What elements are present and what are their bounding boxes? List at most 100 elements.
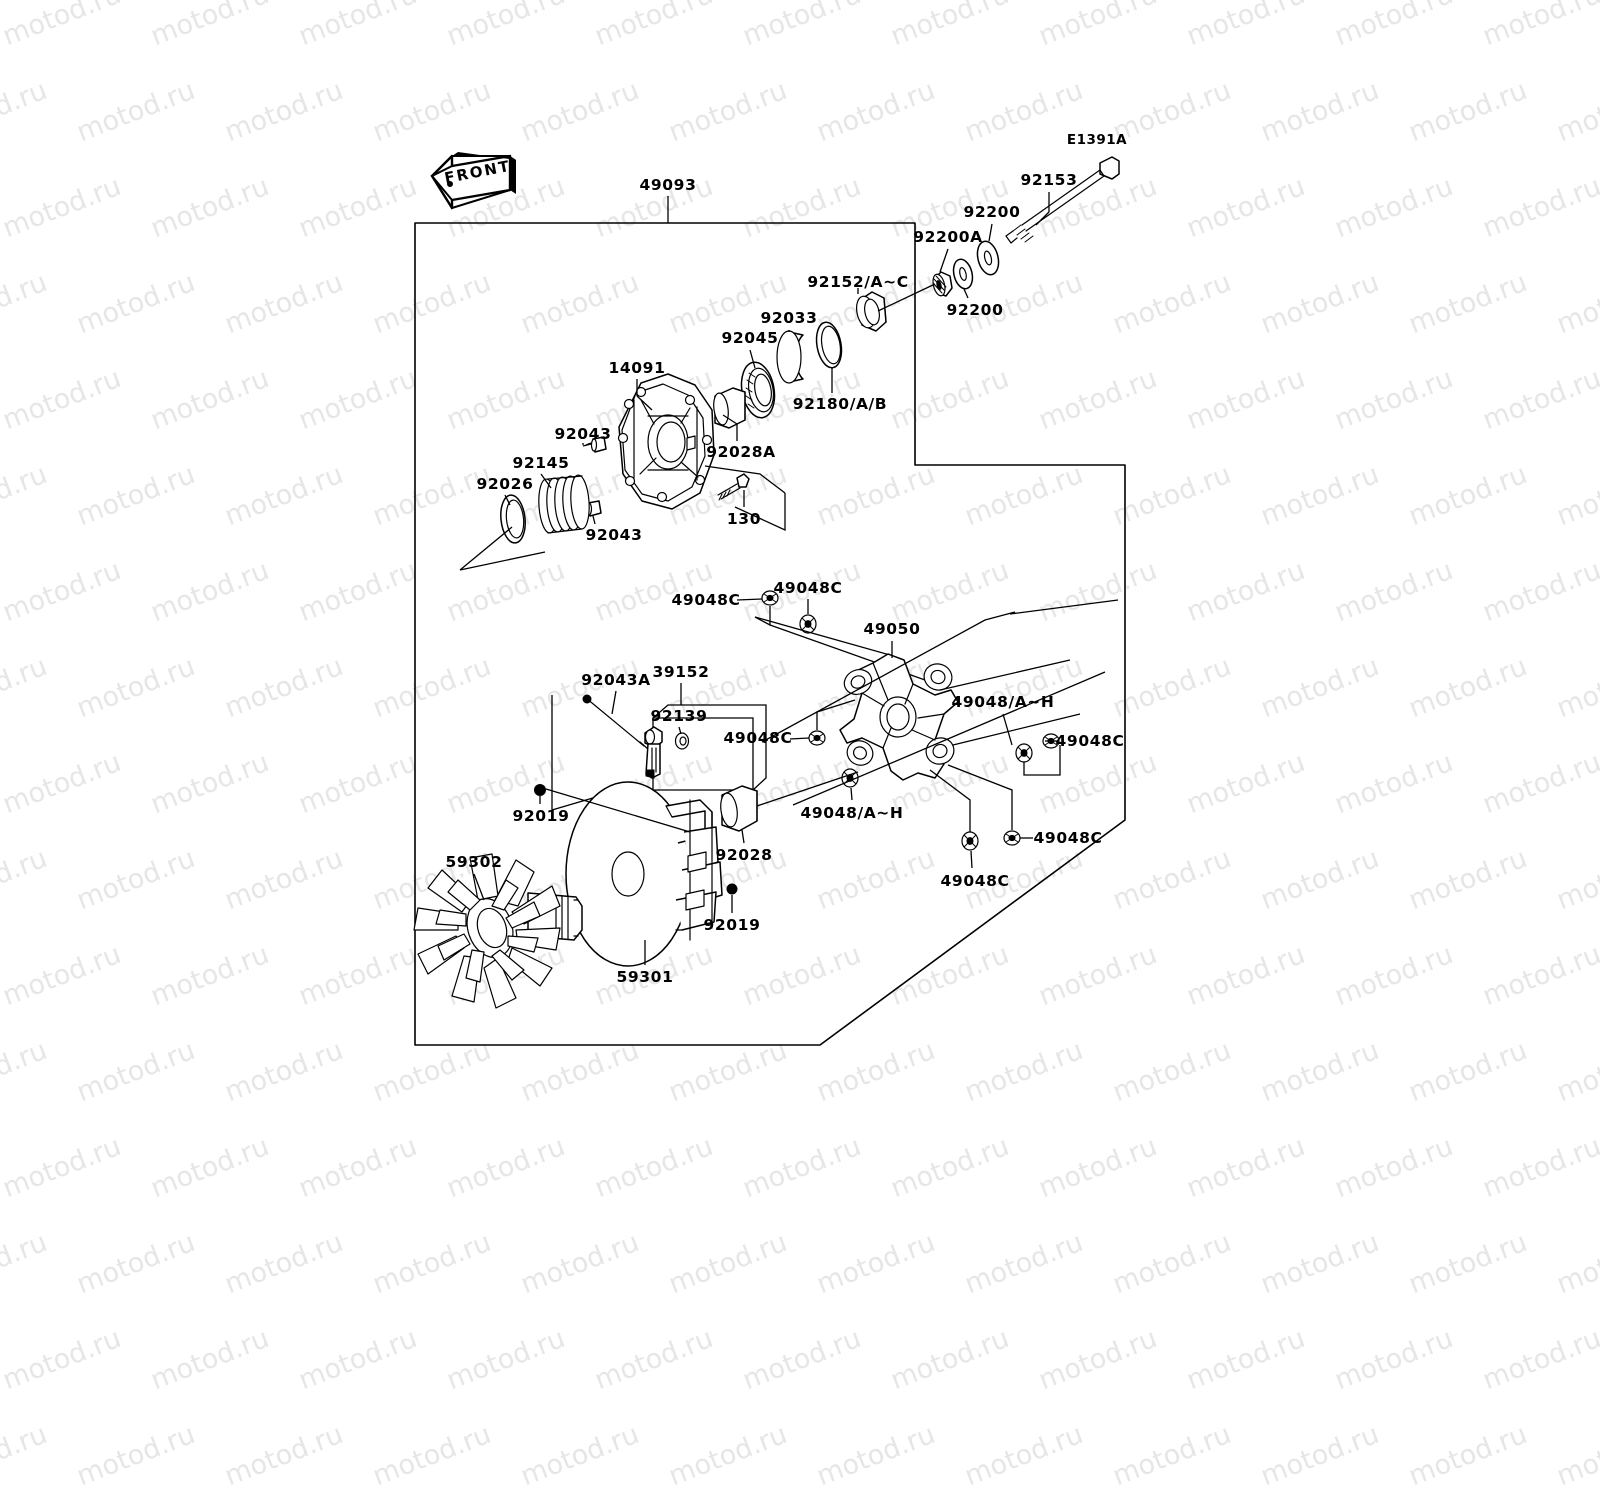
assembly-boundary-49093 <box>414 222 1126 1046</box>
part-49050-spider <box>839 653 959 781</box>
watermark-text: motod.ru <box>886 1322 1014 1397</box>
watermark-text: motod.ru <box>1108 1226 1236 1301</box>
part-92028A-bushing <box>713 387 746 429</box>
leader-59302 <box>473 873 485 901</box>
part-number-label-130: 130 <box>726 510 762 528</box>
watermark-text: motod.ru <box>812 1226 940 1301</box>
leader-49048C-m <box>789 737 810 740</box>
ray-4 <box>952 713 1081 746</box>
leader-92152-to-92200A <box>877 283 936 312</box>
part-number-label-39152: 39152 <box>652 663 710 681</box>
part-number-label-92019: 92019 <box>703 916 761 934</box>
watermark-text: motod.ru <box>1404 1418 1532 1492</box>
part-number-label-92033: 92033 <box>760 309 818 327</box>
leader-92200-lower <box>963 288 969 299</box>
leader-spider-3 <box>1009 599 1119 615</box>
part-92026-washer <box>500 494 526 544</box>
leader-49048C-b1b <box>929 769 971 832</box>
watermark-text: motod.ru <box>1330 1322 1458 1397</box>
part-92200A-collar <box>932 271 953 297</box>
watermark-text: motod.ru <box>368 1226 496 1301</box>
part-number-label-49048-A-H: 49048/A~H <box>800 804 904 822</box>
part-number-label-92026: 92026 <box>476 475 534 493</box>
leader-92019-u-ray <box>545 788 691 833</box>
part-number-label-92180-A-B: 92180/A/B <box>792 395 888 413</box>
watermark-text: motod.ru <box>0 1322 126 1397</box>
watermark-text: motod.ru <box>1034 1322 1162 1397</box>
watermark-text: motod.ru <box>516 1226 644 1301</box>
watermark-text: motod.ru <box>1256 1226 1384 1301</box>
front-direction-marker: FRONT <box>428 146 516 210</box>
part-number-label-49048C: 49048C <box>940 872 1010 890</box>
part-number-label-92200: 92200 <box>946 301 1004 319</box>
part-92043A-pin <box>582 694 649 750</box>
leader-49048C-r2 <box>1023 745 1061 776</box>
part-92200-washer-lower <box>952 258 974 290</box>
part-49048-weight-r <box>1015 743 1033 763</box>
leader-92043-l <box>592 515 596 525</box>
leader-spider-1 <box>754 616 891 656</box>
front-arrow-icon <box>430 152 516 210</box>
watermark-text: motod.ru <box>146 1322 274 1397</box>
watermark-text: motod.ru <box>1552 1226 1600 1301</box>
watermark-text: motod.ru <box>220 1226 348 1301</box>
part-number-label-49093: 49093 <box>639 176 697 194</box>
leader-92028 <box>741 829 745 844</box>
leader-92028-ray <box>756 771 859 807</box>
part-number-label-92200A: 92200A <box>913 228 983 246</box>
part-number-label-92028A: 92028A <box>706 443 776 461</box>
part-49048C-top2 <box>799 614 817 634</box>
part-number-label-92139: 92139 <box>650 707 708 725</box>
watermark-text: motod.ru <box>0 1418 52 1492</box>
leader-14091-b <box>636 395 653 411</box>
watermark-text: motod.ru <box>1256 1418 1384 1492</box>
part-92043-pin-upper <box>590 436 607 453</box>
leader-130-bracket2 <box>734 493 786 532</box>
leader-49048C-t1 <box>736 598 763 601</box>
part-number-label-92152-A-C: 92152/A~C <box>807 273 909 291</box>
part-number-label-92145: 92145 <box>512 454 570 472</box>
leader-49048C-b1 <box>970 850 973 869</box>
part-number-label-49048C: 49048C <box>1055 732 1125 750</box>
part-92153-bolt <box>1005 156 1120 244</box>
part-number-label-92019: 92019 <box>512 807 570 825</box>
ray-1 <box>761 611 1016 743</box>
part-number-label-14091: 14091 <box>608 359 666 377</box>
leader-v-2 <box>459 551 546 571</box>
part-130-bolt <box>717 473 750 501</box>
part-number-label-49050: 49050 <box>863 620 921 638</box>
part-59302-fan <box>413 853 583 1009</box>
leader-92200-upper <box>988 223 993 242</box>
part-number-label-49048-A-H: 49048/A~H <box>951 693 1055 711</box>
part-14091-cover <box>617 373 715 510</box>
spider-boss-br <box>925 737 955 765</box>
part-49048C-mid <box>808 730 826 746</box>
watermark-text: motod.ru <box>72 1418 200 1492</box>
watermark-text: motod.ru <box>1478 1322 1600 1397</box>
technical-drawing: .ln{fill:none;stroke:#000;stroke-width:1… <box>413 156 1126 1046</box>
watermark-text: motod.ru <box>590 1322 718 1397</box>
watermark-text: motod.ru <box>0 1226 52 1301</box>
ray-3 <box>939 659 1071 691</box>
leader-130-bracket <box>704 465 786 494</box>
part-92139-roller <box>644 726 690 779</box>
part-92045-bearing <box>740 361 776 419</box>
part-number-label-49048C: 49048C <box>773 579 843 597</box>
leader-49048AH-r <box>1002 713 1013 746</box>
leader-92026 <box>504 494 511 506</box>
part-number-label-92028: 92028 <box>715 846 773 864</box>
part-92019-key-lower <box>726 883 738 895</box>
leader-v-1 <box>459 526 513 571</box>
leader-92043A <box>611 690 617 715</box>
leader-92043-upper-line <box>582 443 592 447</box>
part-number-label-59302: 59302 <box>445 853 503 871</box>
watermark-text: motod.ru <box>738 1322 866 1397</box>
spider-boss-tr <box>923 663 953 691</box>
part-number-label-49048C: 49048C <box>1033 829 1103 847</box>
part-49048C-bot2 <box>1003 830 1021 846</box>
part-number-label-59301: 59301 <box>616 968 674 986</box>
part-number-label-49048C: 49048C <box>671 591 741 609</box>
part-92019-key-upper <box>534 784 546 796</box>
leader-49048AH-bl <box>850 787 853 801</box>
